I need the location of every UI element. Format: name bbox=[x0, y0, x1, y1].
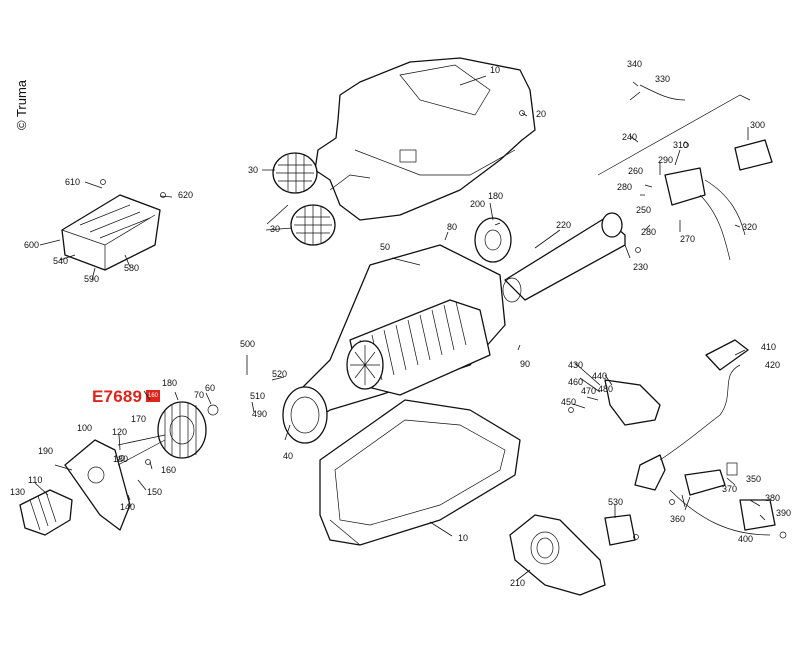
part-label: 590 bbox=[84, 274, 99, 284]
module-part bbox=[604, 379, 661, 426]
part-label: 360 bbox=[670, 514, 685, 524]
part-label: 530 bbox=[608, 497, 623, 507]
part-label: 310 bbox=[673, 140, 688, 150]
part-label: 30 bbox=[270, 224, 280, 234]
blower-motor-part bbox=[19, 401, 219, 536]
part-label: 330 bbox=[655, 74, 670, 84]
part-label: 120 bbox=[112, 427, 127, 437]
part-label: 450 bbox=[561, 397, 576, 407]
part-label: 580 bbox=[124, 263, 139, 273]
part-label: 140 bbox=[120, 502, 135, 512]
part-label: 420 bbox=[765, 360, 780, 370]
part-label: 380 bbox=[765, 493, 780, 503]
part-label: 180 bbox=[488, 191, 503, 201]
tube-part bbox=[502, 212, 626, 303]
part-label: 480 bbox=[598, 384, 613, 394]
part-label: 10 bbox=[458, 533, 468, 543]
part-label: 240 bbox=[622, 132, 637, 142]
part-label: 290 bbox=[658, 155, 673, 165]
heat-exchanger-part bbox=[282, 244, 506, 444]
part-label: 30 bbox=[248, 165, 258, 175]
part-label: 280 bbox=[641, 227, 656, 237]
part-label: 210 bbox=[510, 578, 525, 588]
highlight-code: E7689 bbox=[92, 387, 143, 406]
part-label: 10 bbox=[490, 65, 500, 75]
part-label: 440 bbox=[592, 371, 607, 381]
part-label: 510 bbox=[250, 391, 265, 401]
control-box-part bbox=[61, 194, 161, 271]
part-label: 70 bbox=[194, 390, 204, 400]
part-label: 600 bbox=[24, 240, 39, 250]
leader-lines bbox=[34, 75, 766, 581]
part-label: 610 bbox=[65, 177, 80, 187]
part-label: 40 bbox=[283, 451, 293, 461]
part-label: 320 bbox=[742, 222, 757, 232]
fan-wheel-part bbox=[474, 217, 512, 263]
part-label: 230 bbox=[633, 262, 648, 272]
part-label: 200 bbox=[470, 199, 485, 209]
ignition-wiring-part bbox=[604, 339, 776, 546]
part-label: 620 bbox=[178, 190, 193, 200]
part-label: 260 bbox=[628, 166, 643, 176]
part-label: 410 bbox=[761, 342, 776, 352]
part-label: 130 bbox=[10, 487, 25, 497]
part-label: 520 bbox=[272, 369, 287, 379]
part-label: 390 bbox=[776, 508, 791, 518]
part-label: 110 bbox=[28, 475, 42, 485]
part-label: 340 bbox=[627, 59, 642, 69]
part-label: 460 bbox=[568, 377, 583, 387]
part-label: 500 bbox=[240, 339, 255, 349]
part-label: 50 bbox=[380, 242, 390, 252]
part-label: 270 bbox=[680, 234, 695, 244]
part-label: 350 bbox=[746, 474, 761, 484]
part-label: 150 bbox=[147, 487, 162, 497]
part-label: 280 bbox=[617, 182, 632, 192]
part-label: 160 bbox=[161, 465, 176, 475]
part-label: 90 bbox=[520, 359, 530, 369]
burner-plate-part bbox=[509, 514, 606, 596]
part-label: 180 bbox=[162, 378, 177, 388]
part-label: 370 bbox=[722, 484, 737, 494]
part-label: 170 bbox=[131, 414, 146, 424]
part-label: 430 bbox=[568, 360, 583, 370]
filter-grille-parts bbox=[272, 152, 336, 246]
part-label: 220 bbox=[556, 220, 571, 230]
part-label: 180 bbox=[113, 454, 128, 464]
part-label: 490 bbox=[252, 409, 267, 419]
screw-parts bbox=[100, 110, 787, 540]
gas-valve-part bbox=[597, 84, 773, 261]
bottom-tray-part bbox=[319, 399, 521, 546]
part-label: 80 bbox=[447, 222, 457, 232]
part-label: 540 bbox=[53, 256, 68, 266]
part-label: 20 bbox=[536, 109, 546, 119]
part-label: 190 bbox=[38, 446, 53, 456]
part-label: 300 bbox=[750, 120, 765, 130]
part-label: 60 bbox=[205, 383, 215, 393]
part-label: 250 bbox=[636, 205, 651, 215]
part-labels: 10 20 30 30 40 50 60 70 80 90 100 110 12… bbox=[10, 59, 791, 588]
part-label: 400 bbox=[738, 534, 753, 544]
part-label: 100 bbox=[77, 423, 92, 433]
part-label: 470 bbox=[581, 386, 596, 396]
